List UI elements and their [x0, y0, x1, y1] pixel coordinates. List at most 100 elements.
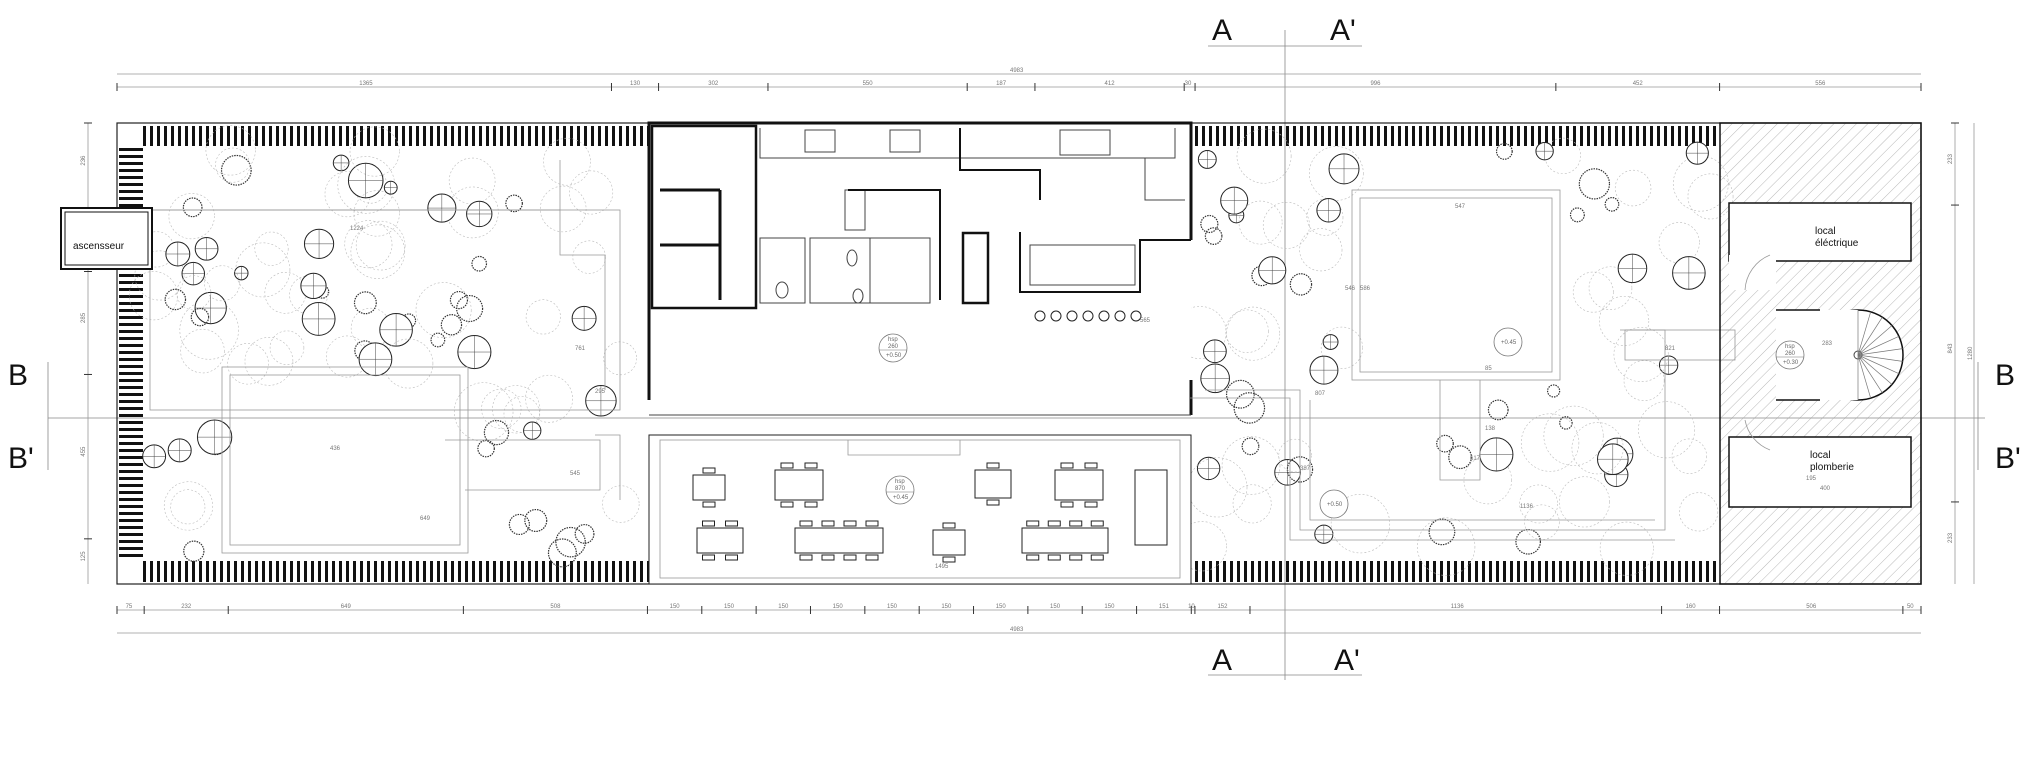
railing-bar [381, 561, 384, 582]
railing-bar [1699, 126, 1702, 146]
shrub-icon [264, 272, 307, 314]
railing-bar [374, 561, 377, 582]
wc [869, 237, 931, 304]
railing-bar [584, 126, 587, 146]
railing-bar [1279, 561, 1282, 582]
shrub-icon [481, 388, 522, 429]
chair-icon [780, 462, 794, 469]
railing-bar [119, 414, 143, 417]
toilets [650, 124, 758, 310]
chair-icon [725, 520, 738, 527]
railing-bar [119, 288, 143, 291]
railing-bar [119, 169, 143, 172]
railing-bar [119, 372, 143, 375]
shrub-icon [1236, 128, 1292, 184]
railing-bar [1216, 561, 1219, 582]
dimension-value: 547 [1455, 204, 1466, 210]
railing-bar [119, 351, 143, 354]
railing-bar [395, 561, 398, 582]
railing-bar [1461, 126, 1464, 146]
bush-icon [220, 154, 252, 186]
railing-bar [1286, 561, 1289, 582]
chair-icon [1069, 520, 1083, 527]
chair-icon [702, 501, 716, 508]
railing-bar [626, 561, 629, 582]
railing-bar [1475, 561, 1478, 582]
dimension-value: 233 [1948, 153, 1954, 164]
railing-bar [1482, 126, 1485, 146]
railing-bar [1657, 126, 1660, 146]
railing-bar [262, 561, 265, 582]
railing-bar [325, 126, 328, 146]
bush-icon [190, 307, 210, 327]
door-swing [1744, 419, 1771, 451]
railing-bar [119, 519, 143, 522]
railing-bar [119, 330, 143, 333]
railing-bar [591, 126, 594, 146]
service-block [647, 121, 1193, 416]
railing-bar [577, 126, 580, 146]
shrub-icon [254, 231, 289, 266]
railing-bar [332, 561, 335, 582]
chair-icon [1026, 520, 1040, 527]
table-icon [1021, 527, 1109, 554]
bar-stool-icon [1082, 310, 1094, 322]
toilet-icon [775, 281, 789, 299]
railing-bar [626, 126, 629, 146]
railing-bar [1461, 561, 1464, 582]
railing-bar [1643, 561, 1646, 582]
shrub-icon [227, 343, 269, 385]
bar-counter [1029, 244, 1136, 286]
dimension-value: 152 [1217, 604, 1228, 610]
railing-bar [360, 126, 363, 146]
railing-bar [1629, 126, 1632, 146]
railing-bar [1300, 126, 1303, 146]
technical-building: local éléctrique local plomberie [1719, 122, 1922, 585]
bush-icon [1204, 227, 1223, 245]
railing-bar [1524, 561, 1527, 582]
chair-icon [702, 554, 715, 561]
railing-stripes [119, 126, 1716, 582]
bush-icon [508, 513, 531, 536]
railing-bar [192, 126, 195, 146]
dimension-value: 150 [887, 604, 898, 610]
dimension-value: 821 [1665, 346, 1676, 352]
bush-icon [1233, 392, 1266, 424]
railing-bar [311, 561, 314, 582]
chair-icon [804, 501, 818, 508]
railing-bar [1202, 126, 1205, 146]
elevation-marker [1775, 340, 1805, 370]
right-garden [1190, 189, 1736, 541]
railing-bar [402, 126, 405, 146]
railing-bar [1293, 561, 1296, 582]
dimension-value: 452 [1633, 81, 1644, 87]
railing-bar [1398, 561, 1401, 582]
railing-bar [199, 126, 202, 146]
railing-bar [1447, 126, 1450, 146]
railing-bar [119, 295, 143, 298]
dimension-value: 436 [330, 446, 341, 452]
railing-bar [283, 561, 286, 582]
dimension-value: 150 [778, 604, 789, 610]
dimension-value: 807 [1315, 391, 1326, 397]
chair-icon [702, 467, 716, 474]
elevation-markers: hsp260+0.50hsp870+0.45hsp260+0.30+0.45+0… [878, 327, 1805, 519]
shrub-icon [1599, 295, 1650, 346]
section-label-a-prime-bottom: A' [1334, 644, 1360, 677]
railing-bar [119, 470, 143, 473]
railing-bar [1615, 561, 1618, 582]
railing-bar [437, 126, 440, 146]
shrub-icon [1225, 309, 1269, 353]
railing-bar [1622, 126, 1625, 146]
railing-bar [1363, 561, 1366, 582]
shrub-icon [1524, 504, 1560, 540]
railing-bar [332, 126, 335, 146]
kitchen-counter [759, 128, 1176, 159]
railing-bar [346, 561, 349, 582]
railing-bar [1692, 126, 1695, 146]
railing-bar [542, 561, 545, 582]
railing-bar [1223, 561, 1226, 582]
room-electrical-label: local [1815, 226, 1836, 237]
railing-bar [1454, 561, 1457, 582]
railing-bar [1314, 561, 1317, 582]
